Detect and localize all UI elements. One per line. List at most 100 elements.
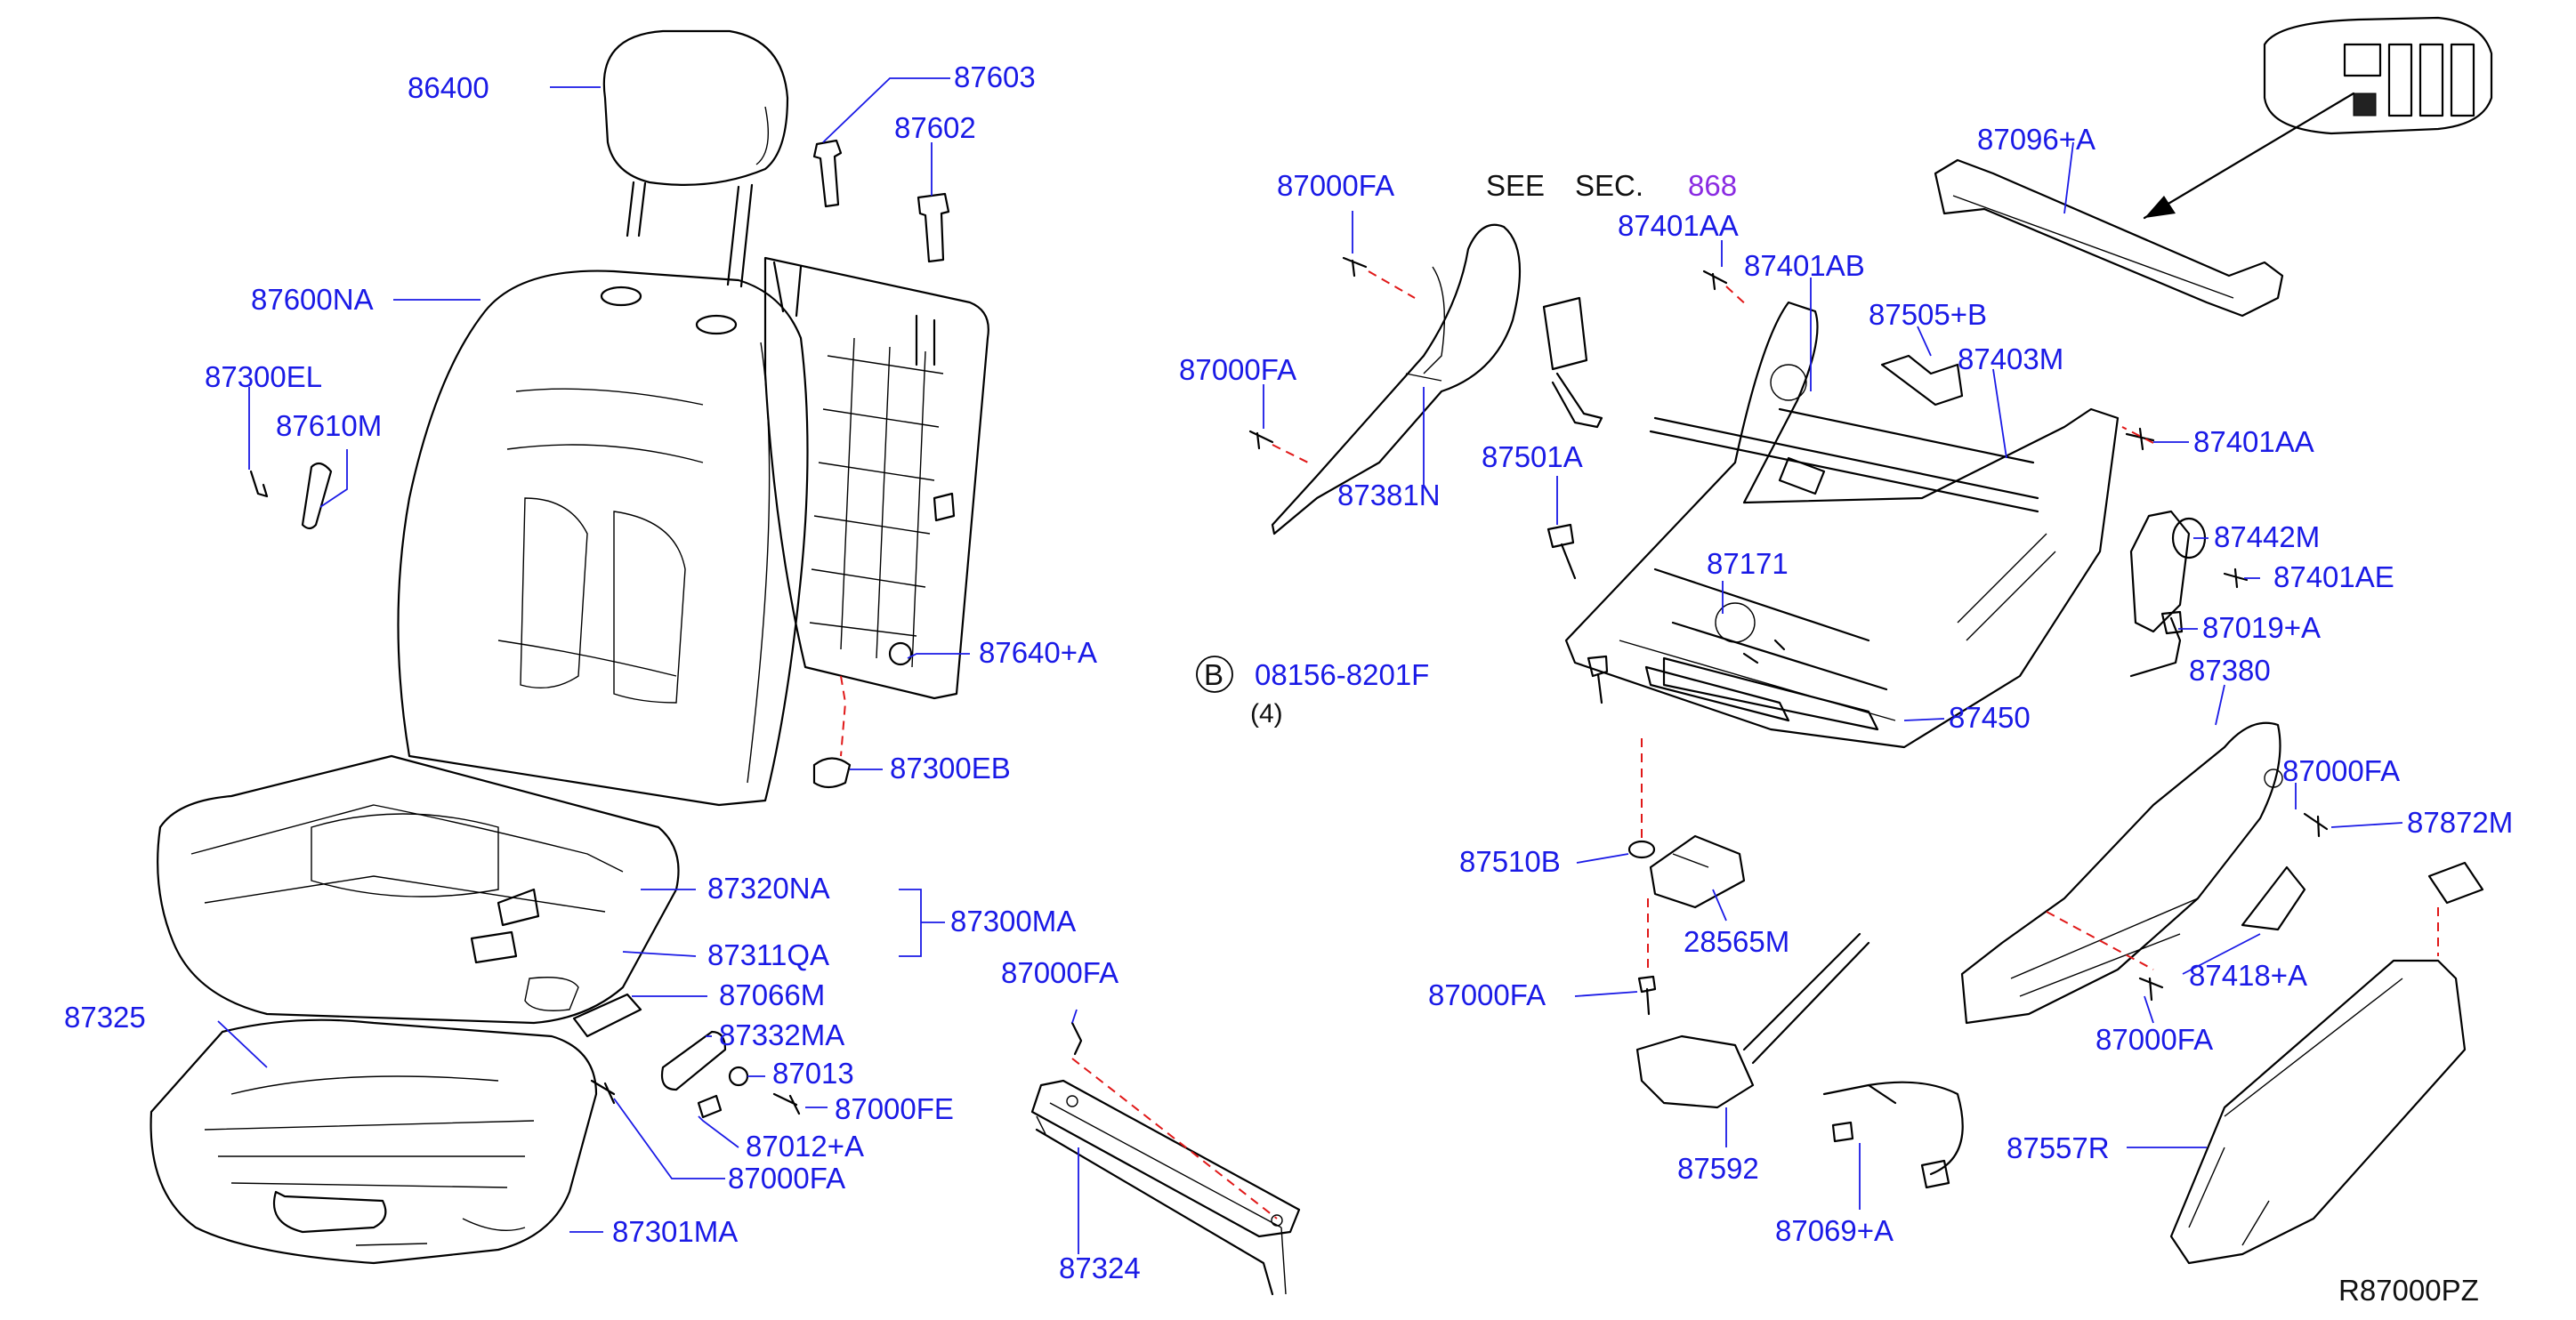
label-08156-8201F: 08156-8201F	[1255, 658, 1429, 691]
bolt-87401AA-right	[2125, 427, 2155, 451]
bolt-ref: B 08156-8201F (4)	[1196, 656, 1429, 728]
label-28565M: 28565M	[1684, 925, 1789, 958]
bolt-87401AA-top	[1702, 270, 1728, 291]
label-87013: 87013	[772, 1057, 854, 1090]
seat-frame-87450	[1564, 301, 2120, 749]
label-87171: 87171	[1707, 547, 1789, 580]
label-87418A: 87418+A	[2189, 959, 2307, 992]
label-87000FE: 87000FE	[835, 1092, 954, 1125]
diagram-code: R87000PZ	[2338, 1274, 2479, 1307]
knob-87332MA	[660, 1030, 727, 1091]
bolt-87401AE	[2223, 567, 2249, 589]
sec-label: SEC.	[1575, 169, 1643, 202]
dashed-links	[840, 270, 2439, 1219]
lever-87610M	[301, 462, 333, 530]
nut-87510B	[1627, 840, 1656, 859]
label-87324: 87324	[1059, 1252, 1141, 1284]
label-87069A: 87069+A	[1775, 1214, 1894, 1247]
label-87000FA-t1: 87000FA	[1277, 169, 1394, 202]
seatback-87600NA	[397, 270, 809, 807]
see-label: SEE	[1486, 169, 1545, 202]
clip-87300EL	[249, 470, 269, 498]
bolt-ref-qty: (4)	[1250, 699, 1283, 728]
label-87325: 87325	[64, 1001, 146, 1034]
label-87300EB: 87300EB	[890, 752, 1011, 785]
label-87510B: 87510B	[1459, 845, 1561, 878]
label-87320NA: 87320NA	[707, 872, 830, 905]
bolt-87501A	[1546, 523, 1577, 580]
side-trim-87380	[1960, 721, 2283, 1025]
label-87872M: 87872M	[2407, 806, 2513, 839]
bolt-87000FA-t1	[1342, 256, 1368, 278]
cap-87872M	[2427, 861, 2484, 905]
label-87501A: 87501A	[1482, 440, 1583, 473]
label-87401AA-top: 87401AA	[1618, 209, 1739, 242]
label-87300EL: 87300EL	[205, 360, 322, 393]
label-87012A: 87012+A	[746, 1130, 864, 1163]
side-cover-87557R	[2169, 959, 2467, 1265]
label-87381N: 87381N	[1337, 479, 1441, 511]
label-87332MA: 87332MA	[719, 1018, 844, 1051]
label-87602: 87602	[894, 111, 976, 144]
bolt-87000FA-r2	[2138, 977, 2164, 1002]
label-87505B: 87505+B	[1869, 298, 1987, 331]
bolt-87000FA-mid	[1637, 975, 1657, 1016]
side-shield-87381N	[1271, 223, 1522, 535]
label-87000FA-rail: 87000FA	[1001, 956, 1118, 989]
bolt-87000FA-r1	[2303, 812, 2329, 838]
label-86400: 86400	[408, 71, 489, 104]
label-87019A: 87019+A	[2202, 611, 2321, 644]
label-87311QA: 87311QA	[707, 938, 829, 971]
label-87000FA-r2: 87000FA	[2096, 1023, 2213, 1056]
headrest-guide-87602	[917, 192, 950, 263]
seat-frame-87325	[149, 1018, 598, 1265]
headrest-guide-87603	[812, 139, 843, 208]
pad-87066M	[572, 993, 642, 1038]
label-87301MA: 87301MA	[612, 1215, 738, 1248]
label-87603: 87603	[954, 60, 1036, 93]
bracket-87505B	[1880, 354, 1964, 406]
rod-87403M	[1778, 407, 2035, 464]
label-87096A: 87096+A	[1977, 123, 2096, 156]
bolt-87000FA-t2	[1248, 430, 1274, 450]
label-87592: 87592	[1677, 1152, 1759, 1185]
seat-cushion-87300MA	[157, 754, 680, 1025]
label-87640A: 87640+A	[979, 636, 1097, 669]
label-87610M: 87610M	[276, 409, 382, 442]
motor-87592	[1635, 932, 1870, 1109]
harness-87069A	[1822, 1081, 1964, 1189]
label-87401AE: 87401AE	[2273, 560, 2394, 593]
bolt-ref-symbol: B	[1204, 658, 1223, 691]
label-87450: 87450	[1949, 701, 2031, 734]
cap-87013	[728, 1066, 749, 1087]
harness-87019A	[2129, 610, 2184, 678]
label-87380: 87380	[2189, 654, 2271, 687]
bracket-28565M	[1649, 834, 1746, 909]
label-87066M: 87066M	[719, 978, 825, 1011]
label-87401AB: 87401AB	[1744, 249, 1865, 282]
seat-belt-buckle	[1542, 296, 1603, 429]
label-87403M: 87403M	[1958, 342, 2063, 375]
screw-87000FE	[772, 1092, 801, 1115]
label-87600NA: 87600NA	[251, 283, 374, 316]
section-868-label: 868	[1688, 169, 1737, 202]
rail-cover-87324	[1030, 1021, 1301, 1296]
label-87000FA-t2: 87000FA	[1179, 353, 1296, 386]
label-87000FA-mid: 87000FA	[1428, 978, 1546, 1011]
bolt-08156-8201F	[1587, 655, 1609, 704]
leader-lines	[217, 77, 2403, 1254]
tube-87096A	[1934, 158, 2284, 318]
label-87557R: 87557R	[2007, 1131, 2110, 1164]
clip-87300EB	[812, 757, 852, 789]
label-87442M: 87442M	[2214, 520, 2320, 553]
headrest-86400	[602, 29, 789, 288]
label-87300MA: 87300MA	[950, 905, 1076, 938]
part-labels: 86400 87603 87602 87600NA 87300EL 87610M…	[64, 60, 2513, 1307]
label-87000FA-bl: 87000FA	[728, 1162, 845, 1195]
seat-location-inset	[2143, 16, 2493, 220]
cover-87418A	[2241, 865, 2306, 931]
clip-87012A	[697, 1094, 723, 1119]
label-87401AA-right: 87401AA	[2193, 425, 2314, 458]
screw-87000FA-bl	[590, 1079, 616, 1105]
